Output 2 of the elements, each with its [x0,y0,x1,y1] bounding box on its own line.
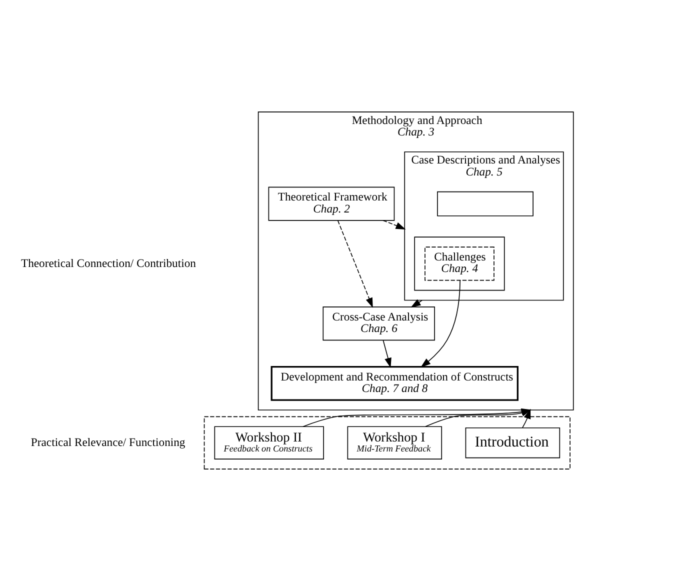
label: Practical Relevance/ Functioning [30,435,186,448]
label: Theoretical Connection/ Contribution [20,256,196,270]
